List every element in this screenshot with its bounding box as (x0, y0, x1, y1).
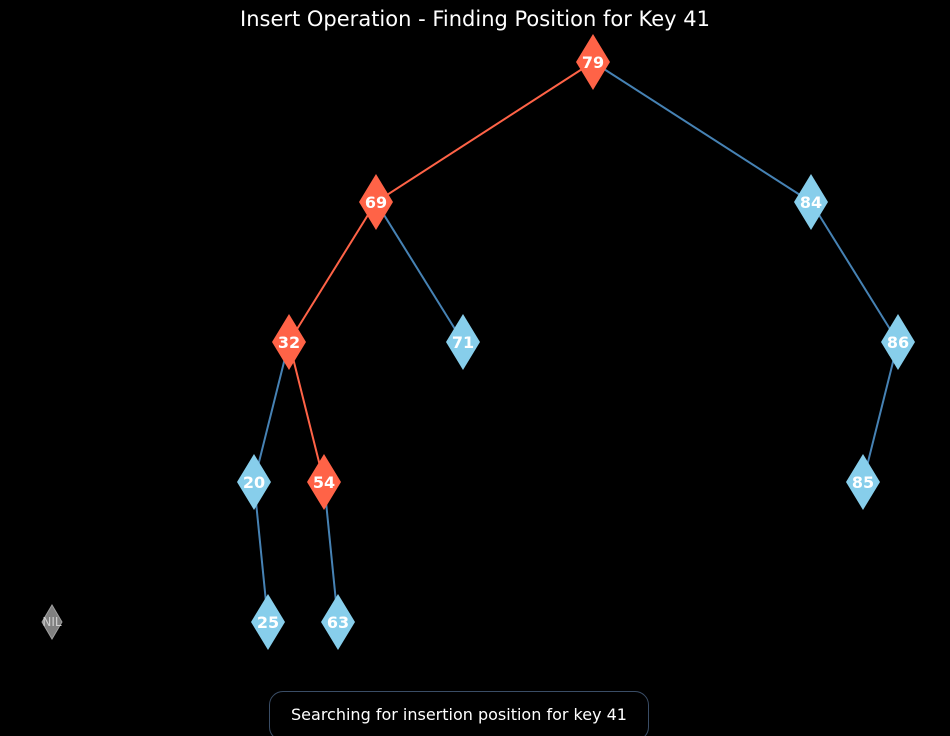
node-key-label: 20 (243, 473, 265, 492)
node-key-label: 85 (852, 473, 874, 492)
edge-n69-n32 (288, 201, 377, 343)
tree-node-71: 71 (446, 314, 480, 370)
node-key-label: 69 (365, 193, 387, 212)
tree-node-79: 79 (576, 34, 610, 90)
edge-n32-n54 (288, 341, 325, 483)
nil-diamond (41, 604, 63, 640)
node-key-label: 25 (257, 613, 279, 632)
node-diamond (576, 34, 610, 90)
edge-n79-n69 (375, 61, 594, 203)
node-key-label: 71 (452, 333, 474, 352)
edge-n86-n85 (862, 341, 899, 483)
node-key-label: 32 (278, 333, 300, 352)
node-key-label: 84 (800, 193, 822, 212)
status-box: Searching for insertion position for key… (269, 691, 649, 736)
nil-node: NIL (41, 604, 63, 640)
tree-node-25: 25 (251, 594, 285, 650)
tree-node-20: 20 (237, 454, 271, 510)
tree-node-54: 54 (307, 454, 341, 510)
tree-node-86: 86 (881, 314, 915, 370)
tree-node-84: 84 (794, 174, 828, 230)
edge-n79-n84 (592, 61, 812, 203)
nodes-layer: 79 69 84 32 71 86 20 54 85 25 63 NIL (41, 34, 915, 650)
status-text: Searching for insertion position for key… (291, 705, 627, 724)
node-diamond (272, 314, 306, 370)
nil-label: NIL (42, 615, 62, 629)
node-diamond (237, 454, 271, 510)
tree-node-85: 85 (846, 454, 880, 510)
node-diamond (846, 454, 880, 510)
node-diamond (251, 594, 285, 650)
node-key-label: 86 (887, 333, 909, 352)
node-diamond (321, 594, 355, 650)
edge-n84-n86 (810, 201, 899, 343)
node-diamond (446, 314, 480, 370)
edge-n32-n20 (253, 341, 290, 483)
tree-node-69: 69 (359, 174, 393, 230)
node-diamond (359, 174, 393, 230)
node-key-label: 79 (582, 53, 604, 72)
edge-n69-n71 (375, 201, 464, 343)
node-diamond (881, 314, 915, 370)
node-diamond (307, 454, 341, 510)
tree-node-32: 32 (272, 314, 306, 370)
edges-layer (253, 61, 899, 623)
node-key-label: 63 (327, 613, 349, 632)
node-diamond (794, 174, 828, 230)
node-key-label: 54 (313, 473, 335, 492)
diagram-title: Insert Operation - Finding Position for … (240, 7, 710, 31)
tree-node-63: 63 (321, 594, 355, 650)
